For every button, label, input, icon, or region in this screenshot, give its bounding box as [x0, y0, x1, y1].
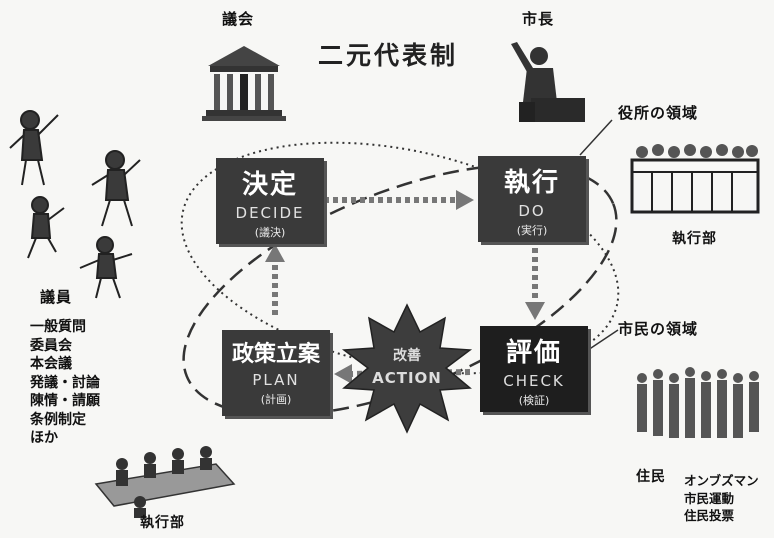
residents-label: 住民	[636, 469, 666, 485]
member-activity-item: 一般質問	[30, 319, 86, 335]
office-domain-label: 役所の領域	[618, 104, 699, 122]
member-activity-item: 本会議	[30, 356, 72, 372]
check-eng: CHECK	[503, 372, 565, 390]
mayor-label: 市長	[522, 10, 555, 28]
members-label: 議員	[40, 288, 73, 306]
member-activity-item: 発議・討論	[30, 374, 100, 391]
diagram-title: 二元代表制	[318, 41, 459, 70]
do-box: 執行 DO (実行)	[478, 156, 586, 242]
plan-sub: (計画)	[260, 393, 292, 406]
office-domain-ellipse	[180, 141, 620, 375]
member-activity-item: 条例制定	[30, 411, 86, 428]
citizen-domain-pointer	[584, 329, 619, 353]
arrow-heads	[265, 190, 545, 384]
citizen-domain-label: 市民の領域	[618, 320, 699, 338]
check-sub: (検証)	[518, 394, 550, 407]
council-members-icon	[9, 110, 141, 299]
decide-eng: DECIDE	[235, 204, 305, 222]
member-activity-item: 委員会	[30, 337, 72, 354]
resident-activity-item: オンブズマン	[684, 473, 759, 488]
executive-meeting-icon	[94, 446, 236, 518]
residents-crowd-icon	[637, 367, 759, 438]
action-main: 改善	[393, 348, 421, 364]
resident-activity-item: 市民運動	[684, 491, 735, 506]
plan-box: 政策立案 PLAN (計画)	[222, 330, 330, 416]
do-sub: (実行)	[516, 224, 548, 237]
council-label: 議会	[222, 10, 255, 28]
member-activities-list: 一般質問 委員会 本会議 発議・討論 陳情・請願 条例制定 ほか	[30, 318, 100, 448]
action-label: 改善 ACTION	[357, 345, 457, 387]
executive-label-right: 執行部	[672, 231, 717, 247]
plan-eng: PLAN	[252, 371, 300, 389]
do-eng: DO	[518, 202, 546, 220]
executive-label-bottom: 執行部	[140, 515, 185, 531]
do-main: 執行	[503, 168, 560, 198]
office-staff-icon	[630, 144, 760, 214]
action-eng: ACTION	[372, 369, 442, 387]
resident-activity-item: 住民投票	[684, 508, 735, 523]
council-building-icon	[202, 46, 286, 121]
member-activity-item: 陳情・請願	[30, 393, 100, 409]
check-box: 評価 CHECK (検証)	[480, 326, 588, 412]
action-starburst	[341, 303, 473, 434]
check-main: 評価	[505, 338, 562, 368]
decide-box: 決定 DECIDE (議決)	[216, 158, 324, 244]
decide-main: 決定	[241, 170, 298, 200]
plan-main: 政策立案	[231, 342, 320, 367]
mayor-figure-icon	[511, 42, 585, 122]
member-activity-item: ほか	[30, 430, 58, 446]
decide-sub: (議決)	[254, 226, 286, 239]
office-domain-pointer	[579, 119, 613, 156]
